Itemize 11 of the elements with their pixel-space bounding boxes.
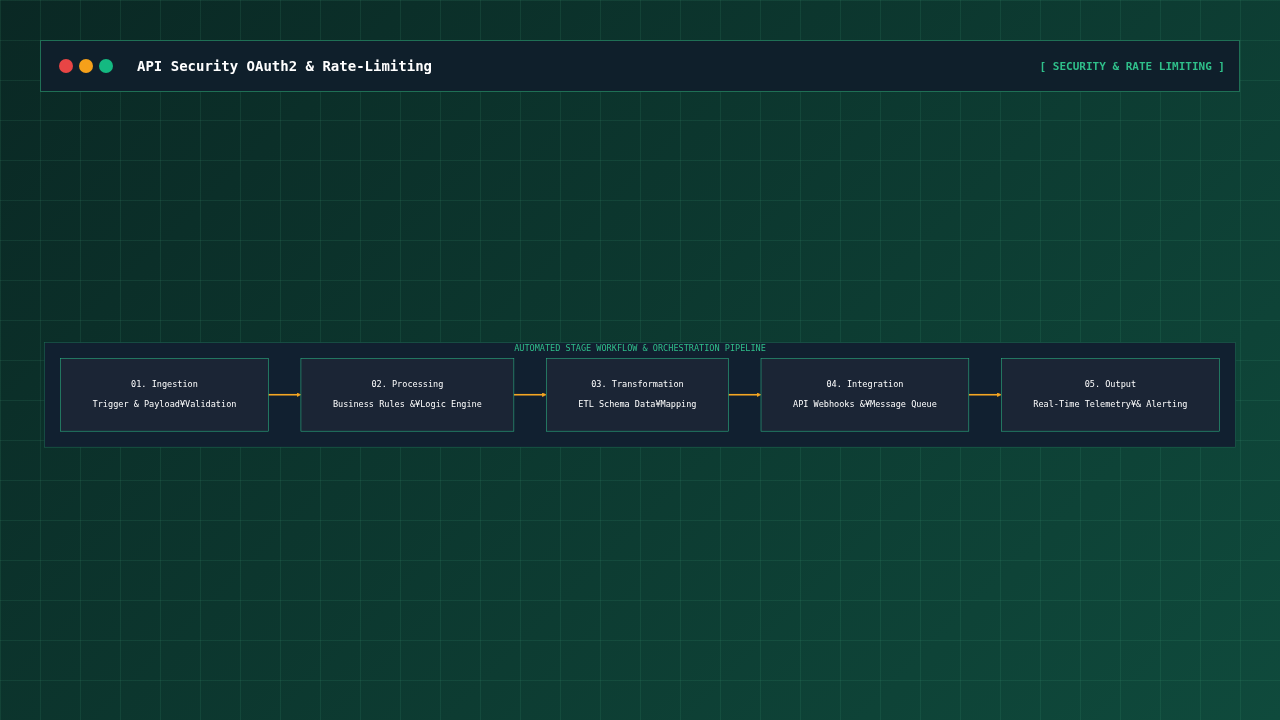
node-box: 01. Ingestion Trigger & Payload¥Validation: [60, 358, 269, 432]
arrow: [267, 392, 302, 398]
arrow: [513, 392, 547, 398]
node-box: 05. Output Real-Time Telemetry¥& Alerting: [1001, 358, 1220, 432]
arrow: [968, 392, 1002, 398]
node-box: 04. Integration API Webhooks &¥Message Queue: [760, 358, 970, 432]
arrow: [727, 392, 762, 398]
node-box: 02. Processing Business Rules &¥Logic Engine: [300, 358, 515, 432]
header-title: API Security OAuth2 & Rate-Limiting: [137, 58, 432, 74]
node-box: 03. Transformation ETL Schema Data¥Mapping: [546, 358, 729, 432]
section-tag: [ SECURITY & RATE LIMITING ]: [1039, 59, 1225, 73]
